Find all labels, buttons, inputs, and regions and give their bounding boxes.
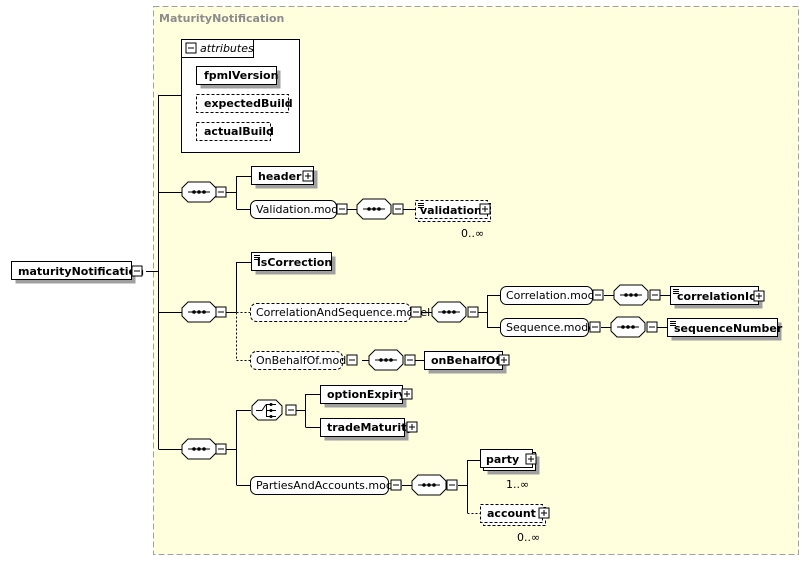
svg-text:correlationId: correlationId [677,290,757,303]
optional-connector-lines [236,312,480,514]
svg-text:maturityNotification: maturityNotification [18,265,144,278]
sequence-sequence-collapse-icon[interactable] [646,321,658,333]
validation-model-collapse-icon[interactable] [336,203,348,215]
sequence-correlation-collapse-icon[interactable] [649,289,661,301]
choice-collapse-icon[interactable] [285,404,297,416]
sequence-1-collapse-icon[interactable] [215,186,227,198]
svg-text:isCorrection: isCorrection [257,256,332,269]
account-expand-icon[interactable] [538,507,550,519]
correlationId-expand-icon[interactable] [753,290,765,302]
svg-text:Validation.model: Validation.model [256,203,348,216]
party-occurs: 1..∞ [506,478,529,491]
element-onBehalfOf[interactable]: onBehalfOf [424,351,507,374]
on-behalf-of-model-collapse-icon[interactable] [346,354,358,366]
attribute-actualBuild[interactable]: actualBuild [196,122,274,141]
sequence-compositor-1[interactable] [181,181,217,203]
header-expand-icon[interactable] [302,170,314,182]
element-isCorrection[interactable]: isCorrection [251,252,336,275]
attribute-fpmlVersion[interactable]: fpmlVersion [196,66,281,89]
svg-text:PartiesAndAccounts.model: PartiesAndAccounts.model [256,479,403,492]
svg-text:OnBehalfOf.model: OnBehalfOf.model [256,354,356,367]
svg-text:fpmlVersion: fpmlVersion [204,69,278,82]
sequence-compositor-3[interactable] [181,438,217,460]
account-occurs: 0..∞ [517,531,540,544]
group-correlation-model[interactable]: Correlation.model [500,286,605,305]
element-account[interactable]: account [480,504,546,526]
correlation-and-sequence-collapse-icon[interactable] [410,306,422,318]
correlation-model-collapse-icon[interactable] [592,289,604,301]
root-element-maturityNotification[interactable]: maturityNotification [11,261,144,284]
connector-lines [146,95,670,513]
attributes-collapse-icon[interactable] [185,42,197,54]
sequence-validation-collapse-icon[interactable] [392,203,404,215]
attribute-expectedBuild[interactable]: expectedBuild [196,94,293,113]
sequence-compositor-correlation[interactable] [613,284,649,306]
svg-text:expectedBuild: expectedBuild [204,97,293,110]
svg-text:actualBuild: actualBuild [204,125,274,138]
svg-text:optionExpiry: optionExpiry [327,388,406,401]
sequence-compositor-on-behalf-of[interactable] [368,349,404,371]
tradeMaturity-expand-icon[interactable] [406,421,418,433]
sequence-compositor-correlation-and-sequence[interactable] [431,301,467,323]
attributes-label: attributes [200,42,254,55]
sequence-compositor-2[interactable] [181,301,217,323]
optionExpiry-expand-icon[interactable] [401,388,413,400]
group-correlation-and-sequence-model[interactable]: CorrelationAndSequence.model [250,303,431,322]
element-header[interactable]: header [251,166,318,189]
group-validation-model[interactable]: Validation.model [250,200,349,219]
svg-text:account: account [487,507,536,520]
svg-text:validation: validation [420,204,482,217]
party-expand-icon[interactable] [525,453,537,465]
svg-text:CorrelationAndSequence.model: CorrelationAndSequence.model [256,306,430,319]
sequence-compositor-validation[interactable] [356,198,392,220]
parties-and-accounts-collapse-icon[interactable] [390,479,402,491]
root-collapse-icon[interactable] [131,265,143,277]
sequence-parties-and-accounts-collapse-icon[interactable] [446,479,458,491]
element-sequenceNumber[interactable]: sequenceNumber [667,318,783,341]
svg-text:tradeMaturity: tradeMaturity [327,421,414,434]
sequence-compositor-sequence[interactable] [610,316,646,338]
validation-expand-icon[interactable] [479,203,491,215]
sequence-correlation-and-sequence-collapse-icon[interactable] [467,306,479,318]
sequence-on-behalf-of-collapse-icon[interactable] [404,354,416,366]
type-title: MaturityNotification [159,12,284,25]
svg-text:Sequence.model: Sequence.model [506,321,598,334]
element-optionExpiry[interactable]: optionExpiry [320,385,407,408]
element-correlationId[interactable]: correlationId [670,286,763,309]
group-on-behalf-of-model[interactable]: OnBehalfOf.model [250,351,357,370]
svg-text:sequenceNumber: sequenceNumber [674,322,783,335]
element-validation[interactable]: validation [415,200,491,222]
sequence-2-collapse-icon[interactable] [215,306,227,318]
svg-text:header: header [258,170,302,183]
svg-text:onBehalfOf: onBehalfOf [431,354,500,367]
sequence-model-collapse-icon[interactable] [589,321,601,333]
sequence-3-collapse-icon[interactable] [215,443,227,455]
group-sequence-model[interactable]: Sequence.model [500,318,599,337]
validation-occurs: 0..∞ [461,227,484,240]
svg-text:Correlation.model: Correlation.model [506,289,604,302]
element-tradeMaturity[interactable]: tradeMaturity [320,418,414,441]
onBehalfOf-expand-icon[interactable] [498,354,510,366]
svg-text:party: party [486,453,519,466]
group-parties-and-accounts-model[interactable]: PartiesAndAccounts.model [250,476,403,495]
choice-compositor[interactable] [251,399,283,421]
sequence-compositor-parties-and-accounts[interactable] [411,474,447,496]
